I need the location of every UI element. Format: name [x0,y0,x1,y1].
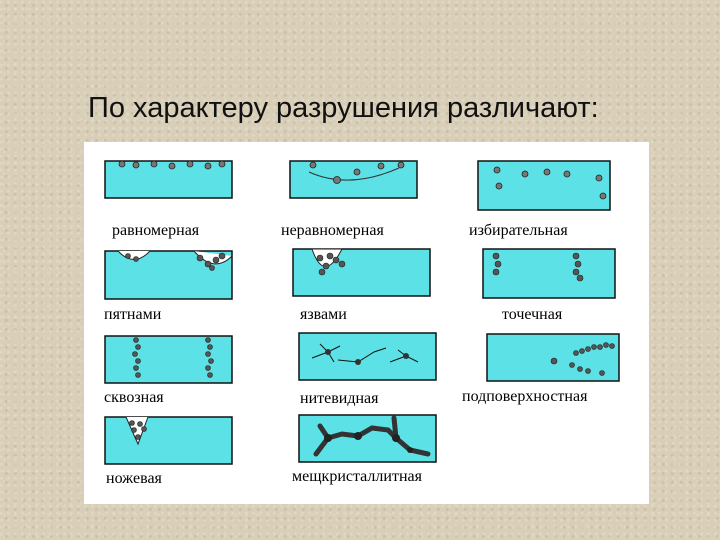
corrosion-figure: равномерная неравномерная избирательная [84,142,649,504]
type-label: мещкристаллитная [292,468,422,485]
type-label: нитевидная [300,390,379,407]
type-label: неравномерная [281,222,384,239]
through-corrosion-diagram [104,335,233,384]
knifeline-corrosion-diagram [104,416,233,465]
type-label: пятнами [104,306,162,323]
ulcer-corrosion-diagram [292,248,431,297]
type-label: подповерхностная [462,388,588,405]
subsurface-corrosion-diagram [486,333,620,382]
type-label: сквозная [104,389,164,406]
type-label: язвами [300,306,347,323]
type-label: точечная [502,306,563,323]
selective-corrosion-diagram [477,160,611,211]
pitting-corrosion-diagram [482,248,616,299]
nonuniform-corrosion-diagram [289,160,418,199]
intercrystalline-corrosion-diagram [298,414,437,463]
uniform-corrosion-diagram [104,160,233,199]
type-label: избирательная [469,222,568,239]
slide-title: По характеру разрушения различают: [88,92,599,124]
type-label: ножевая [106,470,162,487]
type-label: равномерная [112,222,200,239]
filiform-corrosion-diagram [298,332,437,381]
spots-corrosion-diagram [104,250,233,300]
